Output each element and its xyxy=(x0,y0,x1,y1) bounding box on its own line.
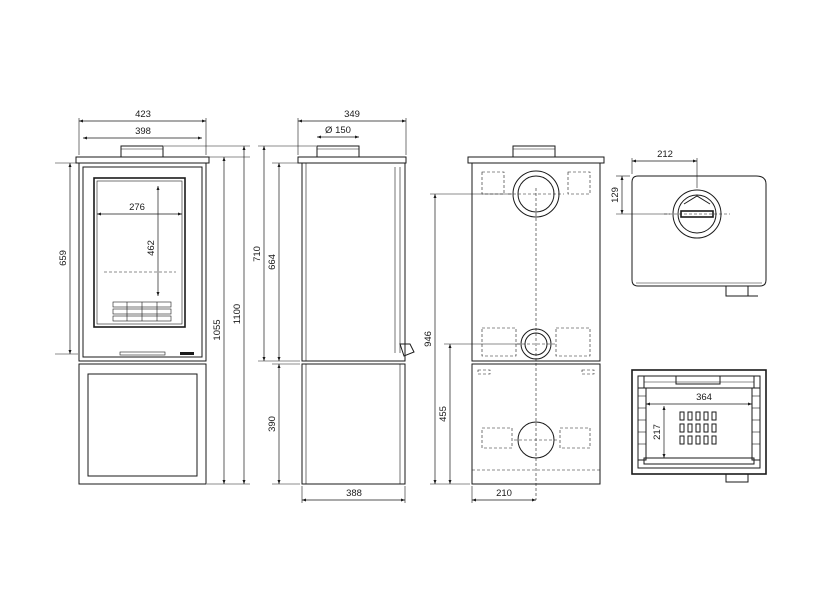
dim-section-width-364: 364 xyxy=(696,392,712,403)
rear-view: 946 455 210 xyxy=(423,145,605,503)
dim-side-depth-base: 388 xyxy=(346,488,362,499)
rear-top-outlet xyxy=(508,170,564,218)
dim-side-height-710: 710 xyxy=(252,246,263,262)
dim-side-height-664: 664 xyxy=(267,254,278,270)
dim-rear-height-946: 946 xyxy=(423,331,434,347)
section-view: 364 217 xyxy=(631,369,767,483)
top-view: 212 129 xyxy=(610,149,767,297)
dim-front-width-inner: 398 xyxy=(135,126,151,137)
dim-side-depth-top: 349 xyxy=(344,109,360,120)
dim-top-offset-212: 212 xyxy=(657,149,673,160)
dim-front-glass-width: 276 xyxy=(129,202,145,213)
dim-front-width-outer: 423 xyxy=(135,109,151,120)
section-side-walls xyxy=(637,387,761,461)
section-grate-slots xyxy=(679,411,717,445)
dim-top-offset-129: 129 xyxy=(610,187,621,203)
dim-front-height-total: 1100 xyxy=(232,304,243,324)
dim-section-height-217: 217 xyxy=(652,424,663,440)
dim-flue-diameter: Ø 150 xyxy=(325,125,351,136)
dim-front-glass-height: 462 xyxy=(146,240,157,256)
dim-front-door-height: 659 xyxy=(58,250,69,266)
front-grate xyxy=(112,301,172,322)
dim-rear-width-210: 210 xyxy=(496,488,512,499)
dim-front-height-body: 1055 xyxy=(212,319,223,340)
rear-middle-outlet xyxy=(481,327,591,360)
rear-lower-details xyxy=(472,369,600,471)
dim-side-base-height: 390 xyxy=(267,416,278,432)
side-view: 349 Ø 150 710 664 390 388 xyxy=(252,109,415,503)
dim-rear-height-455: 455 xyxy=(438,406,449,422)
front-view: 423 398 276 462 659 1055 1100 xyxy=(55,109,250,485)
